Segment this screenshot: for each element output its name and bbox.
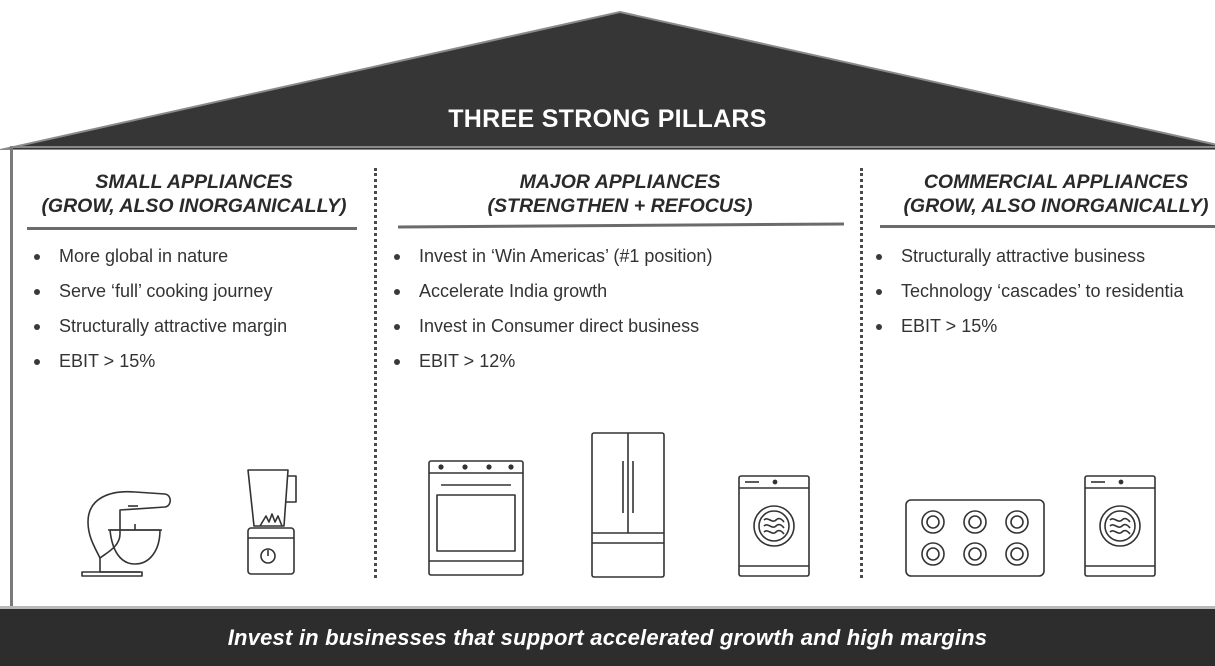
cooktop-icon: [905, 499, 1045, 577]
pillar-1-heading-line1: SMALL APPLIANCES: [95, 171, 293, 193]
house-frame: [10, 146, 1215, 606]
refrigerator-icon: [591, 432, 665, 578]
pillar-3-heading-line1: COMMERCIAL APPLIANCES: [923, 171, 1189, 193]
roof-title: THREE STRONG PILLARS: [448, 105, 767, 133]
pillar-3-rule: [880, 225, 1215, 228]
pillar-2-heading-line2: (STRENGTHEN + REFOCUS): [487, 195, 753, 217]
bullet-item: Invest in ‘Win Americas’ (#1 position): [392, 239, 712, 274]
stand-mixer-icon: [81, 490, 172, 577]
blender-icon: [247, 469, 297, 575]
oven-range-icon: [428, 460, 524, 576]
bullet-item: Structurally attractive business: [874, 239, 1184, 274]
bullet-item: EBIT > 12%: [392, 344, 712, 379]
bullet-item: Accelerate India growth: [392, 274, 712, 309]
bullet-item: Invest in Consumer direct business: [392, 309, 712, 344]
pillar-1-heading: SMALL APPLIANCES (GROW, ALSO INORGANICAL…: [14, 170, 374, 218]
pillar-3-bullets: Structurally attractive business Technol…: [874, 239, 1184, 344]
pillar-1-rule: [27, 227, 357, 230]
pillar-2-heading-line1: MAJOR APPLIANCES: [519, 171, 721, 193]
pillar-divider-1: [374, 168, 377, 578]
pillar-3-heading-line2: (GROW, ALSO INORGANICALLY): [903, 195, 1209, 217]
bullet-item: More global in nature: [32, 239, 287, 274]
pillar-1-bullets: More global in nature Serve ‘full’ cooki…: [32, 239, 287, 379]
bullet-item: Structurally attractive margin: [32, 309, 287, 344]
footer-banner: Invest in businesses that support accele…: [0, 606, 1215, 666]
bullet-item: Serve ‘full’ cooking journey: [32, 274, 287, 309]
pillar-divider-2: [860, 168, 863, 578]
banner-text: Invest in businesses that support accele…: [227, 624, 988, 650]
house-roof: [0, 10, 1215, 150]
washing-machine-icon: [738, 475, 810, 577]
washing-machine-icon: [1084, 475, 1156, 577]
bullet-item: EBIT > 15%: [32, 344, 287, 379]
pillar-3-heading: COMMERCIAL APPLIANCES (GROW, ALSO INORGA…: [876, 170, 1215, 218]
pillar-2-heading: MAJOR APPLIANCES (STRENGTHEN + REFOCUS): [390, 170, 850, 218]
pillar-1-heading-line2: (GROW, ALSO INORGANICALLY): [41, 195, 347, 217]
pillar-2-bullets: Invest in ‘Win Americas’ (#1 position) A…: [392, 239, 712, 379]
bullet-item: EBIT > 15%: [874, 309, 1184, 344]
bullet-item: Technology ‘cascades’ to residentia: [874, 274, 1184, 309]
